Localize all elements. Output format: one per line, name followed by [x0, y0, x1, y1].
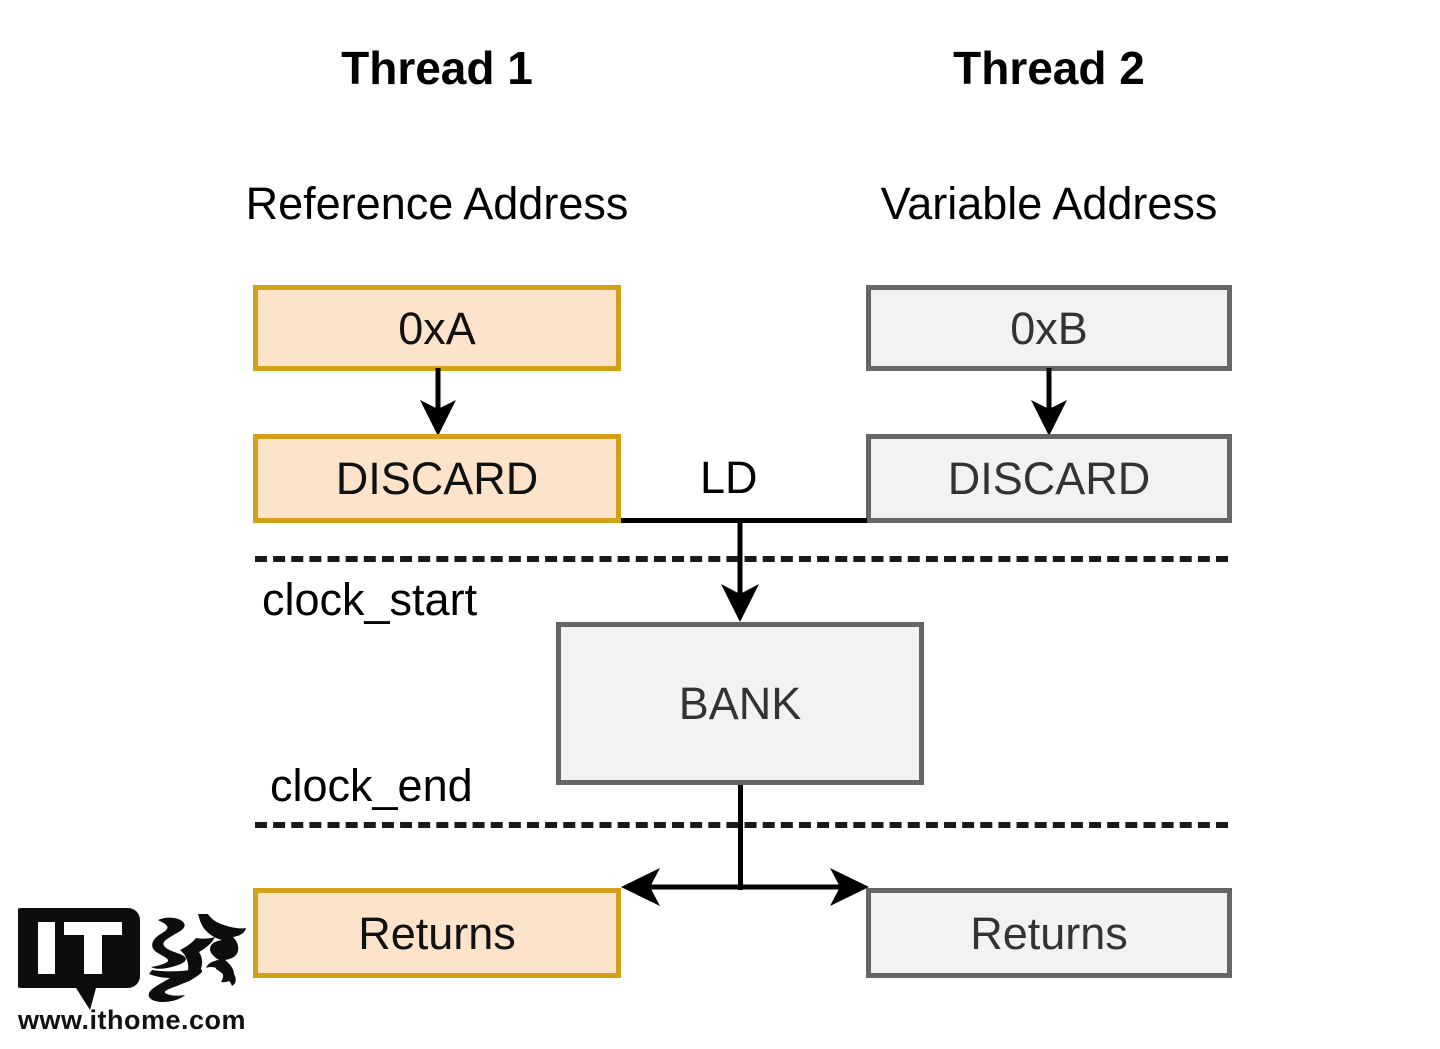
clock-end-label: clock_end	[270, 760, 473, 811]
edge-label-ld: LD	[700, 452, 758, 503]
reference-address-label: Reference Address	[245, 178, 629, 229]
arrow-t1-addr-to-discard	[420, 368, 456, 436]
node-bank: BANK	[556, 622, 924, 785]
thread-2-title: Thread 2	[953, 42, 1145, 94]
node-thread1-returns: Returns	[253, 888, 621, 978]
connector-discard-join	[621, 518, 867, 523]
thread-1-title: Thread 1	[341, 42, 533, 94]
ithome-logo-icon	[18, 908, 246, 1010]
ithome-url-label: www.ithome.com	[18, 1005, 247, 1035]
arrow-returns-bidirectional	[621, 868, 869, 906]
connector-bank-to-returns	[738, 785, 743, 890]
arrow-ld-to-bank	[721, 518, 759, 622]
clock-start-divider	[255, 556, 1228, 562]
arrow-t2-addr-to-discard	[1031, 368, 1067, 436]
variable-address-label: Variable Address	[880, 178, 1218, 229]
clock-start-label: clock_start	[262, 574, 478, 625]
node-thread2-returns: Returns	[866, 888, 1232, 978]
node-thread1-address: 0xA	[253, 285, 621, 371]
node-thread2-address: 0xB	[866, 285, 1232, 371]
node-thread1-discard: DISCARD	[253, 434, 621, 523]
node-thread2-discard: DISCARD	[866, 434, 1232, 523]
